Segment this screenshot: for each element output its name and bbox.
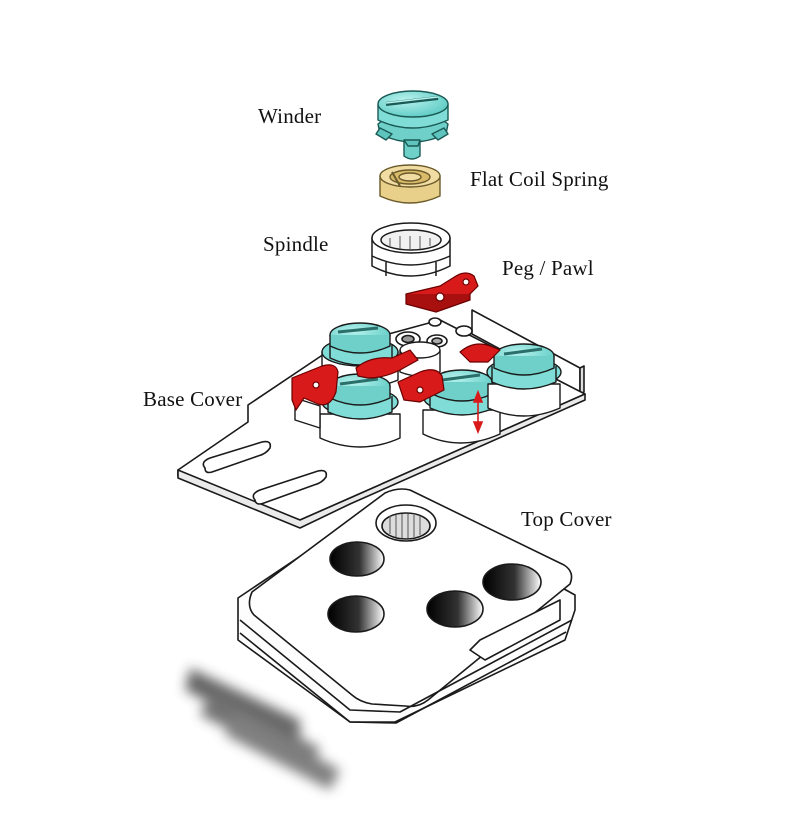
winder-knob-2 (294, 373, 401, 448)
winder-part (375, 90, 449, 160)
cast-shadow (185, 668, 340, 790)
label-flat-coil-spring: Flat Coil Spring (470, 167, 609, 191)
flat-coil-spring-part (379, 164, 441, 204)
peg-pawl-part (405, 272, 479, 313)
top-cover (237, 488, 576, 724)
base-knob-group (294, 322, 562, 448)
base-pawls (291, 343, 501, 411)
label-base-cover: Base Cover (143, 387, 243, 411)
label-peg-pawl: Peg / Pawl (502, 256, 594, 280)
label-spindle: Spindle (263, 232, 329, 256)
label-top-cover: Top Cover (521, 507, 612, 531)
label-winder: Winder (258, 104, 322, 128)
spindle-part (371, 222, 451, 277)
winder-knob-4 (486, 343, 562, 417)
rotation-arrow (472, 389, 484, 435)
